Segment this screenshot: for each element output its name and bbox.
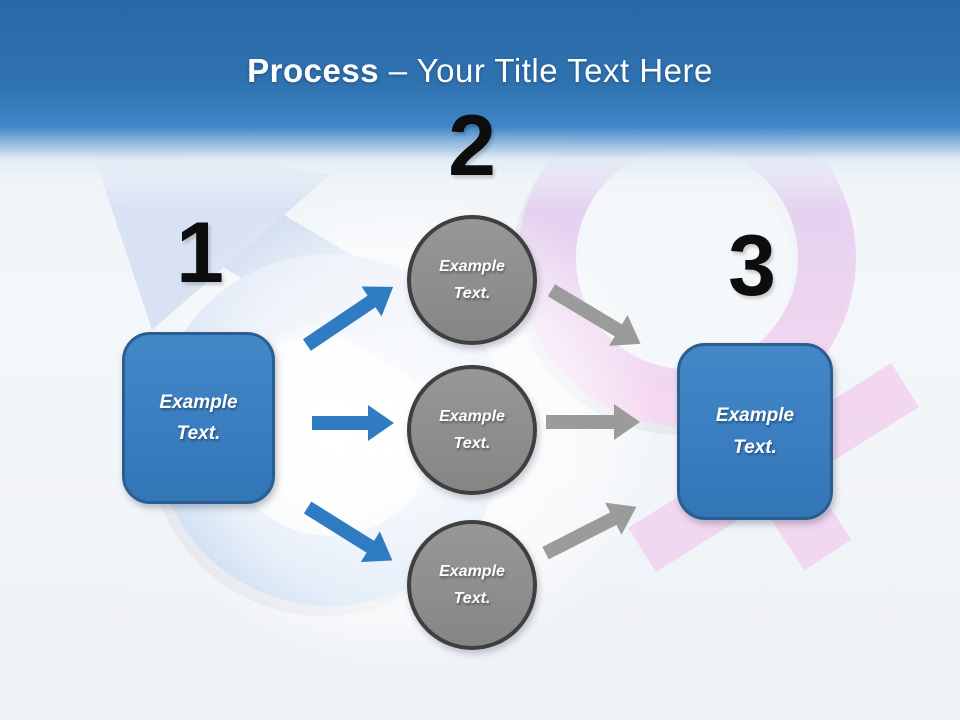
page-title: Process – Your Title Text Here <box>0 52 960 90</box>
arrow-shaft <box>303 501 376 554</box>
source-box: Example Text. <box>122 332 275 504</box>
arrow-shaft <box>302 294 378 351</box>
process-circle-1: Example Text. <box>407 215 537 345</box>
source-box-label: Example Text. <box>159 391 238 444</box>
process-circle-2: Example Text. <box>407 365 537 495</box>
gray-arrow-down-right <box>542 275 650 360</box>
arrow-shaft <box>547 284 624 338</box>
process-circle-3: Example Text. <box>407 520 537 650</box>
target-box: Example Text. <box>677 343 833 520</box>
arrow-head <box>605 490 645 535</box>
gray-arrow-up-right <box>537 490 645 569</box>
arrow-head <box>614 404 640 440</box>
arrow-shaft <box>312 416 370 430</box>
gray-arrow-right <box>546 404 640 440</box>
target-box-label: Example Text. <box>715 405 795 458</box>
arrow-head <box>368 405 394 441</box>
blue-arrow-up-right <box>297 271 404 360</box>
arrow-shaft <box>546 415 616 429</box>
circle-label: Example Text. <box>439 257 505 302</box>
circle-label: Example Text. <box>439 562 505 607</box>
step-number-3: 3 <box>728 218 776 314</box>
title-keyword: Process <box>247 52 380 89</box>
blue-arrow-right <box>312 405 394 441</box>
arrow-shaft <box>542 511 619 560</box>
step-number-1: 1 <box>176 205 224 301</box>
title-text: – Your Title Text Here <box>388 52 713 89</box>
step-number-2: 2 <box>448 98 496 194</box>
blue-arrow-down-right <box>298 492 402 576</box>
circle-label: Example Text. <box>439 407 505 452</box>
